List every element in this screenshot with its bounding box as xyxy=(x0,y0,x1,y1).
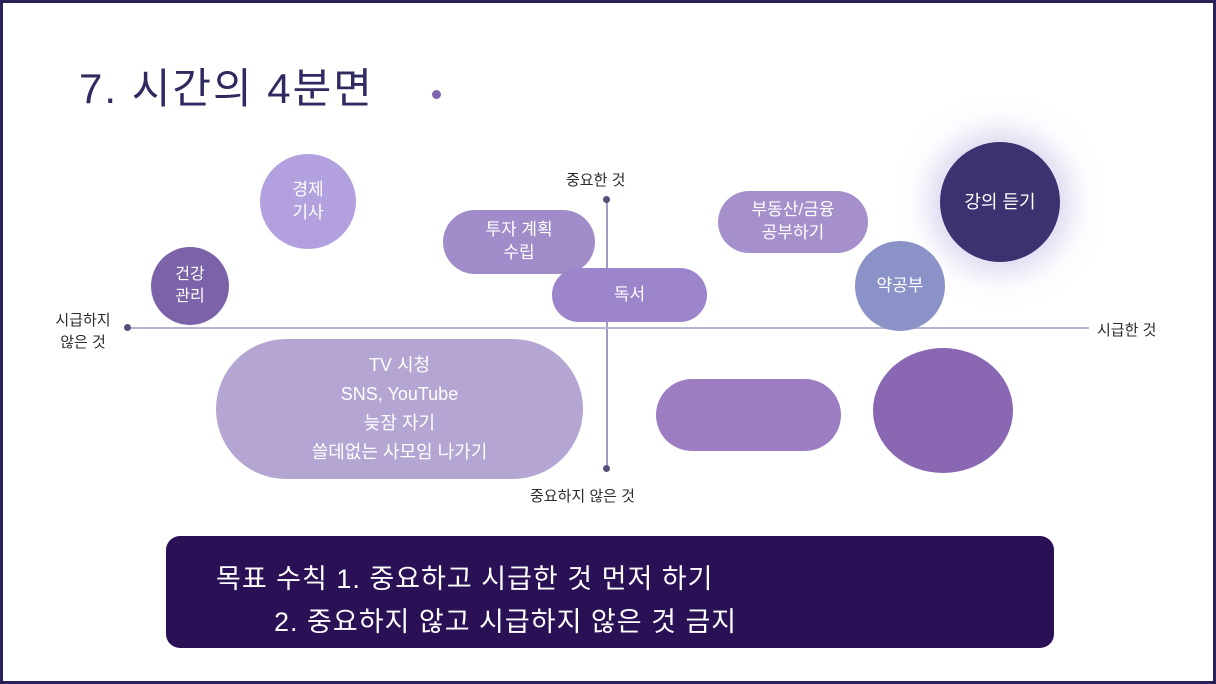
vertical-axis-line xyxy=(606,200,608,468)
bubble-text-line: 강의 듣기 xyxy=(964,191,1036,212)
bubble-text-line: SNS, YouTube xyxy=(340,384,459,405)
bubble-investment-plan: 투자 계획 수립 xyxy=(443,210,595,274)
horizontal-axis-line xyxy=(127,327,1089,329)
axis-label-not-important: 중요하지 않은 것 xyxy=(530,488,635,505)
slide-title: 7. 시간의 4분면 xyxy=(79,65,374,112)
bubble-health-care: 건강 관리 xyxy=(151,247,229,325)
axis-endpoint-dot-left xyxy=(124,324,131,331)
bubble-text-line: 약공부 xyxy=(876,275,924,295)
bubble-text-line: TV 시청 xyxy=(368,355,431,376)
bubble-time-wasters: TV 시청 SNS, YouTube 늦잠 자기 쓸데없는 사모임 나가기 xyxy=(216,339,583,479)
axis-label-not-urgent: 시급하지 않은 것 xyxy=(39,310,127,354)
bubble-text-line: 늦잠 자기 xyxy=(363,413,436,433)
bubble-text-line: 경제 xyxy=(292,179,324,199)
axis-label-not-urgent-line1: 시급하지 xyxy=(55,312,111,329)
bubble-text-line: 건강 xyxy=(175,266,205,284)
goal-rules-box: 목표 수칙 1. 중요하고 시급한 것 먼저 하기 2. 중요하지 않고 시급하… xyxy=(166,536,1054,648)
bubble-text-line: 관리 xyxy=(175,288,205,305)
bubble-text-line: 쓸데없는 사모임 나가기 xyxy=(311,441,488,462)
goal-rule-1: 목표 수칙 1. 중요하고 시급한 것 먼저 하기 xyxy=(216,564,714,594)
bubble-economy-news: 경제 기사 xyxy=(260,154,356,249)
bubble-empty-circle xyxy=(873,348,1013,473)
bubble-pharmacy-study: 약공부 xyxy=(855,241,945,331)
bubble-text-line: 수립 xyxy=(503,243,535,262)
title-period-dot xyxy=(432,90,441,99)
bubble-text-line: 기사 xyxy=(292,202,324,222)
axis-endpoint-dot-top xyxy=(603,196,610,203)
axis-label-important: 중요한 것 xyxy=(566,172,626,189)
bubble-lecture-listening: 강의 듣기 xyxy=(940,142,1060,262)
bubble-realestate-finance-study: 부동산/금융 공부하기 xyxy=(718,191,868,253)
bubble-text-line: 공부하기 xyxy=(761,223,825,242)
goal-rule-2: 2. 중요하지 않고 시급하지 않은 것 금지 xyxy=(274,607,738,637)
axis-label-urgent: 시급한 것 xyxy=(1097,322,1157,339)
bubble-empty-ellipse xyxy=(656,379,841,451)
bubble-text-line: 부동산/금융 xyxy=(751,200,835,220)
axis-label-not-urgent-line2: 않은 것 xyxy=(60,333,106,351)
bubble-text-line: 독서 xyxy=(613,284,646,304)
bubble-text-line: 투자 계획 xyxy=(485,220,553,240)
axis-endpoint-dot-bottom xyxy=(603,465,610,472)
bubble-reading: 독서 xyxy=(552,268,707,322)
